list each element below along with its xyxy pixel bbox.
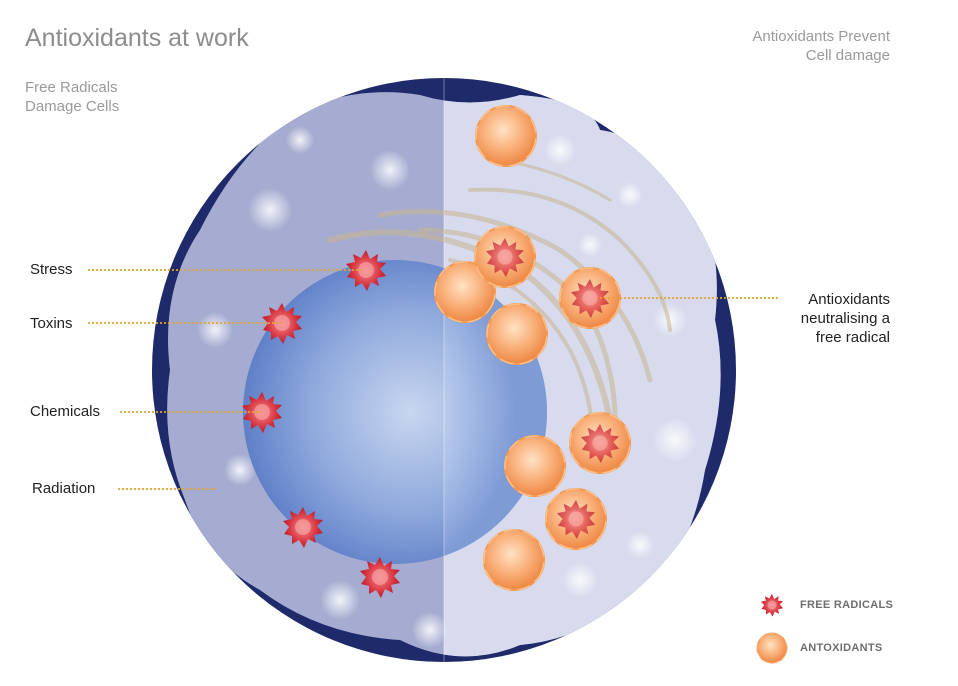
- nucleus-protected-half: [444, 260, 547, 564]
- callout-stress: Stress: [30, 261, 73, 278]
- right-caption: Antioxidants Prevent Cell damage: [752, 27, 890, 65]
- callout-chemicals: Chemicals: [30, 403, 101, 420]
- cytoplasm-vesicles: [197, 126, 697, 648]
- left-caption: Free Radicals Damage Cells: [25, 78, 119, 116]
- leader-lines: [88, 269, 778, 490]
- left-caption-line: Damage Cells: [25, 98, 120, 115]
- legend-free-radical-icon: [761, 594, 783, 617]
- legend-antioxidant-icon: [752, 628, 792, 668]
- legend-antioxidants-label: ANTOXIDANTS: [800, 642, 883, 654]
- callout-radiation: Radiation: [32, 480, 96, 497]
- callout-toxins: Toxins: [30, 315, 73, 332]
- callout-line: Antioxidants: [808, 291, 890, 308]
- callout-line: free radical: [815, 329, 890, 346]
- legend-free-radicals-label: FREE RADICALS: [800, 599, 894, 611]
- callout-antioxidants-neutralising: Antioxidants neutralising a free radical: [801, 290, 890, 347]
- callout-line: neutralising a: [800, 310, 890, 327]
- right-caption-line: Antioxidants Prevent: [752, 28, 890, 45]
- left-caption-line: Free Radicals: [25, 79, 118, 96]
- page-title: Antioxidants at work: [25, 24, 249, 52]
- right-caption-line: Cell damage: [805, 47, 890, 64]
